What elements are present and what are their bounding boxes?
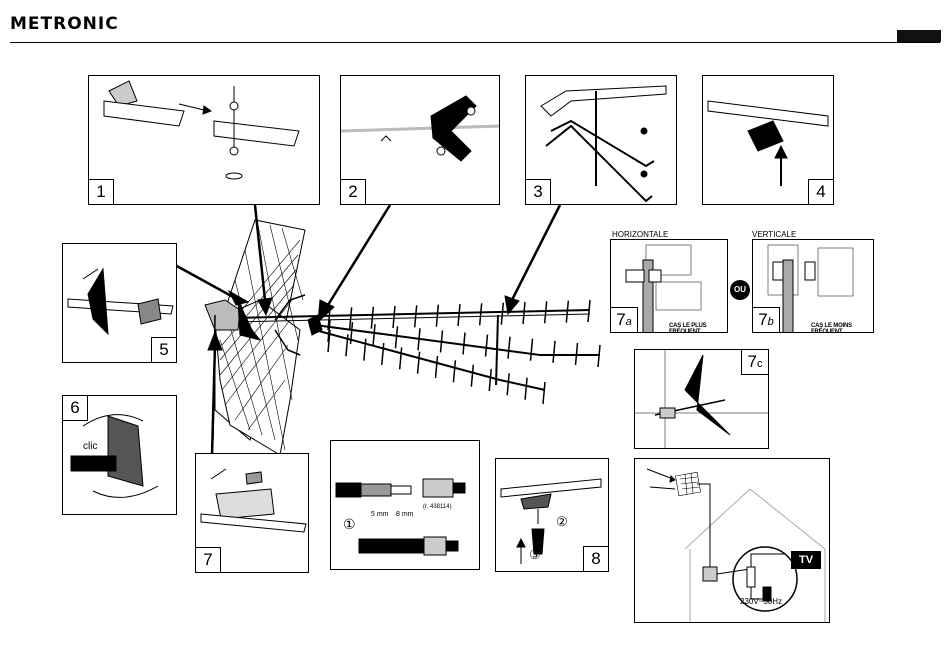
step-5-number: 5 xyxy=(151,337,177,363)
cable-prep-panel: ① 5 mm 8 mm (r. 438114) xyxy=(330,440,480,570)
circled-3: ③ xyxy=(529,547,541,563)
director-element xyxy=(598,345,600,367)
director-element xyxy=(418,352,420,374)
least-frequent-label: CAS LE MOINS FRÉQUENT xyxy=(811,323,873,333)
strip-5mm-label: 5 mm xyxy=(371,511,389,518)
step-7-panel: 7 xyxy=(195,453,309,573)
step-2-panel: 2 xyxy=(340,75,500,205)
director-element xyxy=(453,360,455,382)
step-7c-number: 7c xyxy=(741,349,769,375)
most-frequent-label: CAS LE PLUS FRÉQUENT xyxy=(669,323,727,333)
step-1-illustration xyxy=(89,76,320,205)
director-element xyxy=(576,343,578,365)
director-element xyxy=(364,339,366,361)
director-element xyxy=(436,305,438,327)
vertical-label: VERTICALE xyxy=(752,230,796,239)
step-4-number: 4 xyxy=(808,179,834,205)
step-7b-panel: 7b CAS LE MOINS FRÉQUENT xyxy=(752,239,874,333)
or-badge: OU xyxy=(730,280,750,300)
step-3-panel: 3 xyxy=(525,75,677,205)
step-8-number: 8 xyxy=(583,546,609,572)
step-7a-panel: 7a CAS LE PLUS FRÉQUENT xyxy=(610,239,728,333)
director-element xyxy=(553,341,555,363)
director-element xyxy=(588,300,590,322)
house-illustration xyxy=(635,459,830,623)
director-element xyxy=(489,369,491,391)
step-4-panel: 4 xyxy=(702,75,834,205)
director-element xyxy=(566,301,568,323)
step-6-panel: 6 clic xyxy=(62,395,177,515)
mains-voltage-label: 230V~50Hz xyxy=(740,597,782,606)
horizontal-label: HORIZONTALE xyxy=(612,230,668,239)
step-7c-panel: 7c xyxy=(634,349,769,449)
director-element xyxy=(531,339,533,361)
step-3-number: 3 xyxy=(525,179,551,205)
director-element xyxy=(436,356,438,378)
director-element xyxy=(508,337,510,359)
clic-label: clic xyxy=(83,441,97,452)
director-element xyxy=(507,373,509,395)
step-1-panel: 1 xyxy=(88,75,320,205)
step-2-number: 2 xyxy=(340,179,366,205)
director-element xyxy=(371,307,373,329)
director-element xyxy=(418,328,420,350)
step-7-number: 7 xyxy=(195,547,221,573)
strip-8mm-label: 8 mm xyxy=(396,511,414,518)
director-element xyxy=(545,301,547,323)
director-element xyxy=(350,307,352,329)
director-element xyxy=(382,343,384,365)
director-element xyxy=(523,302,525,324)
step-1-number: 1 xyxy=(88,179,114,205)
director-element xyxy=(393,306,395,328)
step-7a-number: 7a xyxy=(610,307,638,333)
step-7b-number: 7b xyxy=(752,307,780,333)
tv-label: TV xyxy=(791,551,821,569)
step-6-number: 6 xyxy=(62,395,88,421)
director-element xyxy=(463,333,465,355)
step-8-panel: ② ③ 8 xyxy=(495,458,609,572)
director-element xyxy=(400,347,402,369)
director-element xyxy=(396,326,398,348)
director-element xyxy=(441,330,443,352)
director-element xyxy=(501,303,503,325)
director-element xyxy=(471,365,473,387)
connector-ref-label: (r. 438114) xyxy=(423,504,452,510)
circled-1: ① xyxy=(343,516,356,533)
house-installation-panel: TV 230V~50Hz xyxy=(634,458,830,623)
cable-illustration xyxy=(331,441,480,570)
director-element xyxy=(543,382,545,404)
step-5-panel: 5 xyxy=(62,243,177,363)
director-element xyxy=(458,304,460,326)
director-element xyxy=(486,335,488,357)
director-element xyxy=(373,324,375,346)
director-element xyxy=(415,305,417,327)
director-element xyxy=(525,378,527,400)
director-element xyxy=(480,303,482,325)
circled-2: ② xyxy=(556,514,568,530)
